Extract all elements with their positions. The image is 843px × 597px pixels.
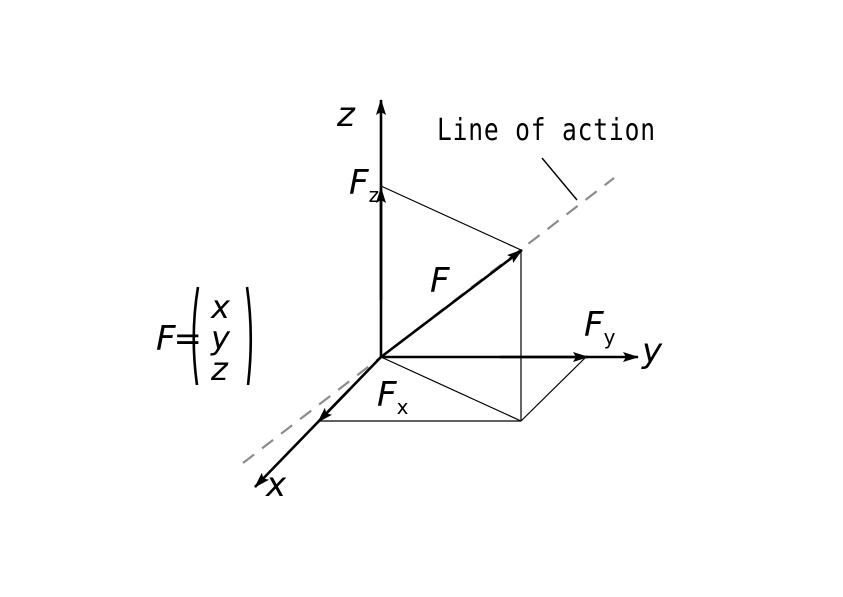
fz-label: Fz [349,163,379,205]
fy-label: Fy [584,305,615,347]
fx-label: Fx [377,375,408,417]
formula-row-y: y [211,319,230,357]
construction-lines [318,185,587,422]
fx-label-sub: x [396,395,409,419]
annotation-leader-line [541,157,578,201]
y-axis-label: y [642,331,663,371]
formula-row-x: x [211,288,230,326]
fz-label-main: F [349,163,369,203]
line-of-action-annotation: Line of action [437,113,656,148]
x-axis-label: x [266,465,287,505]
fx-component-arrow [317,388,351,423]
fz-label-sub: z [368,183,380,207]
line-of-action [242,177,615,464]
force-label: F [430,261,450,301]
fx-label-main: F [377,375,397,415]
fy-label-main: F [584,305,604,345]
formula-row-z: z [211,350,228,388]
formula-lhs: F= [156,319,202,359]
z-axis-label: z [337,95,355,135]
fy-label-sub: y [603,325,616,349]
formula-right-paren [245,286,253,386]
formula-left-paren [192,286,200,386]
force-vector-arrow [380,248,523,359]
